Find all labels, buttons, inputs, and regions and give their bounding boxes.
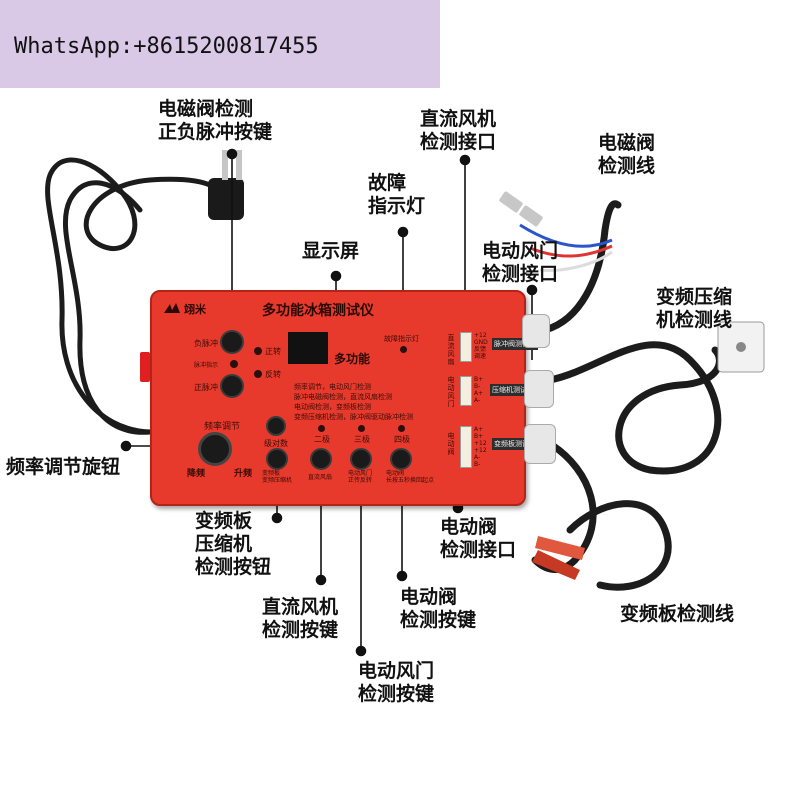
callout-compressor-line: 变频压缩 机检测线 bbox=[656, 286, 733, 331]
output-cables bbox=[531, 200, 723, 591]
port1-side-label: 直流风扇 bbox=[447, 334, 455, 366]
whatsapp-contact-text: WhatsApp:+8615200817455 bbox=[14, 34, 319, 59]
callout-fault-light: 故障 指示灯 bbox=[368, 172, 426, 217]
pulse-indicator-led bbox=[230, 360, 238, 368]
pulse-indicator-label: 脉冲指示 bbox=[194, 362, 219, 369]
callout-inverter-line: 变频板检测线 bbox=[620, 603, 735, 625]
level4-label: 四极 bbox=[394, 435, 410, 444]
function-line-3: 电动阀检测，变频板检测 bbox=[294, 403, 371, 411]
display-screen bbox=[288, 332, 328, 364]
callout-display: 显示屏 bbox=[302, 240, 360, 262]
negative-pulse-button[interactable] bbox=[220, 330, 244, 354]
function-line-1: 频率调节，电动风门检测 bbox=[294, 383, 371, 391]
callout-dc-fan-button: 直流风机 检测按键 bbox=[262, 596, 339, 641]
compressor-connector bbox=[717, 321, 765, 373]
function-line-4: 变频压缩机检测，脉冲阀驱动脉冲检测 bbox=[294, 413, 413, 421]
callout-dc-fan-port: 直流风机 检测接口 bbox=[420, 108, 497, 153]
level-count-button[interactable] bbox=[266, 416, 286, 436]
frequency-label: 频率调节 bbox=[204, 422, 241, 432]
level2-led bbox=[318, 425, 325, 432]
pos-pulse-label: 正脉冲 bbox=[194, 383, 218, 392]
port2-side-label: 电动风门 bbox=[447, 376, 455, 408]
callout-freq-knob: 频率调节旋钮 bbox=[6, 456, 121, 478]
power-cord bbox=[45, 157, 215, 435]
increase-frequency-label: 升频 bbox=[234, 469, 253, 479]
level4-led bbox=[398, 425, 405, 432]
bird-logo-icon bbox=[162, 301, 182, 317]
frequency-knob[interactable] bbox=[198, 432, 232, 466]
valve-button[interactable] bbox=[390, 448, 412, 470]
forward-label: 正转 bbox=[265, 347, 281, 356]
damper-button[interactable] bbox=[350, 448, 372, 470]
damper-button-label: 电动风门 正传反转 bbox=[348, 470, 373, 484]
refrigerator-tester-device: 翊米 多功能冰箱测试仪 负脉冲 脉冲指示 正脉冲 正转 反转 多功能 故障指示灯… bbox=[150, 290, 538, 506]
reverse-label: 反转 bbox=[265, 370, 281, 379]
positive-pulse-button[interactable] bbox=[220, 374, 244, 398]
inverter-compressor-button[interactable] bbox=[266, 448, 288, 470]
callout-damper-port: 电动风门 检测接口 bbox=[482, 240, 559, 285]
callout-valve-port: 电动阀 检测接口 bbox=[440, 516, 517, 561]
power-plug-icon bbox=[208, 150, 244, 220]
callout-solenoid-button: 电磁阀检测 正负脉冲按键 bbox=[158, 98, 273, 143]
forward-led bbox=[254, 347, 262, 355]
callout-inverter-button: 变频板 压缩机 检测按钮 bbox=[195, 510, 272, 578]
decrease-frequency-label: 降频 bbox=[187, 469, 206, 479]
inverter-button-label: 变频板 变频压缩机 bbox=[262, 470, 293, 484]
function-line-2: 脉冲电磁阀检测，直流风扇检测 bbox=[294, 393, 392, 401]
device-title: 多功能冰箱测试仪 bbox=[262, 303, 374, 319]
callout-valve-button: 电动阀 检测按键 bbox=[400, 586, 477, 631]
port3-side-label: 电动阀 bbox=[447, 432, 455, 456]
callout-damper-button: 电动风门 检测按键 bbox=[358, 660, 435, 705]
level2-label: 二极 bbox=[314, 435, 330, 444]
neg-pulse-label: 负脉冲 bbox=[194, 339, 218, 348]
level3-label: 三极 bbox=[354, 435, 370, 444]
fault-indicator-led bbox=[400, 346, 407, 353]
spade-terminals bbox=[499, 191, 543, 227]
dc-fan-button-label: 直流风扇 bbox=[308, 474, 333, 481]
dc-fan-button[interactable] bbox=[310, 448, 332, 470]
watermark-banner: WhatsApp:+8615200817455 bbox=[0, 0, 440, 88]
alligator-clips bbox=[532, 536, 585, 580]
valve-connector[interactable] bbox=[460, 426, 472, 468]
cable-gland-2 bbox=[524, 370, 554, 408]
callout-solenoid-line: 电磁阀 检测线 bbox=[598, 132, 656, 177]
damper-connector[interactable] bbox=[460, 376, 472, 406]
solenoid-test-wires bbox=[519, 223, 613, 272]
cable-gland-1 bbox=[522, 314, 550, 348]
level3-led bbox=[358, 425, 365, 432]
valve-button-label: 电动阀 长按五秒换回起点 bbox=[386, 470, 435, 484]
port2-pin-labels: B+B-A+A- bbox=[474, 376, 484, 404]
reverse-led bbox=[254, 370, 262, 378]
level-count-label: 级对数 bbox=[264, 439, 288, 448]
brand-name: 翊米 bbox=[184, 303, 206, 316]
power-switch[interactable] bbox=[140, 352, 150, 382]
dc-fan-connector[interactable] bbox=[460, 332, 472, 362]
cable-gland-3 bbox=[524, 424, 556, 464]
fault-indicator-label: 故障指示灯 bbox=[384, 335, 419, 343]
display-caption: 多功能 bbox=[334, 352, 371, 366]
